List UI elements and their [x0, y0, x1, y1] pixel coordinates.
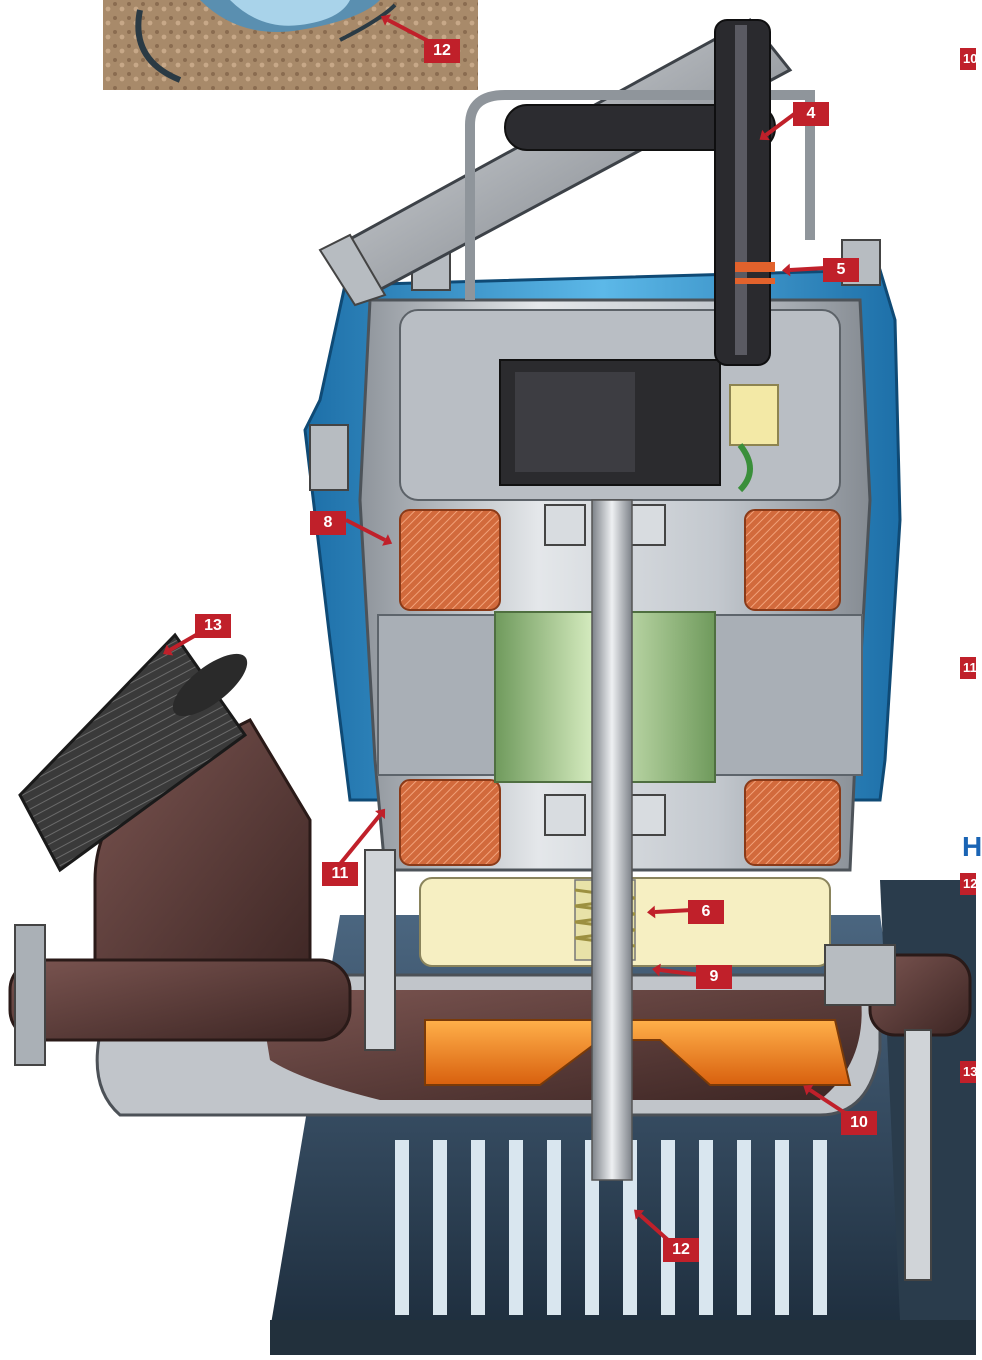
leader-arrowhead: [380, 14, 391, 26]
leader-arrowhead: [647, 905, 656, 919]
edge-marker-12: 12: [960, 873, 977, 895]
leader-arrowhead: [634, 1209, 645, 1220]
leader-arrow: [638, 1213, 670, 1242]
callout-8: 8: [310, 511, 346, 535]
edge-marker-13: 13: [960, 1061, 977, 1083]
strainer-slot: [471, 1140, 485, 1315]
leader-arrow: [387, 18, 431, 44]
edge-heading-letter: H: [962, 831, 982, 862]
motor-shaft: [591, 499, 633, 1181]
strainer-slot: [547, 1140, 561, 1315]
callout-11: 11: [322, 862, 358, 886]
callout-12: 12: [663, 1238, 699, 1262]
strainer-slot: [737, 1140, 751, 1315]
stator-windings: [399, 509, 841, 866]
strainer-slot: [509, 1140, 523, 1315]
callout-10: 10: [841, 1111, 877, 1135]
leader-arrowhead: [782, 263, 791, 277]
leader-arrowhead: [652, 963, 661, 977]
leader-arrow: [764, 110, 799, 137]
edge-marker-11: 11: [960, 657, 977, 679]
strainer-slot: [813, 1140, 827, 1315]
capacitor-highlight: [515, 372, 635, 472]
strainer-slot: [433, 1140, 447, 1315]
lifting-handle: [318, 18, 815, 307]
discharge-elbow: [18, 632, 312, 1002]
leader-arrow: [808, 1088, 847, 1115]
callout-12-inset: 12: [424, 39, 460, 63]
leader-arrowhead: [163, 644, 174, 656]
strainer-slots: [395, 1140, 827, 1315]
leader-arrowhead: [375, 808, 386, 820]
impeller: [424, 1019, 852, 1086]
callout-6: 6: [688, 900, 724, 924]
edge-marker-10: 10: [960, 48, 977, 70]
leader-arrow: [789, 266, 826, 272]
callout-13: 13: [195, 614, 231, 638]
strainer-slot: [623, 1140, 637, 1315]
leader-arrow: [338, 813, 382, 866]
callout-9: 9: [696, 965, 732, 989]
inset-photo: [103, 0, 478, 90]
leader-arrowhead: [759, 129, 770, 141]
cable-entry: [714, 19, 779, 493]
strainer-slot: [585, 1140, 599, 1315]
leader-arrowhead: [382, 534, 393, 546]
leader-arrowhead: [803, 1084, 814, 1096]
leader-arrow: [345, 518, 386, 542]
callout-4: 4: [793, 102, 829, 126]
strainer-slot: [395, 1140, 409, 1315]
leader-arrow: [659, 968, 701, 977]
strainer-slot: [775, 1140, 789, 1315]
callout-5: 5: [823, 258, 859, 282]
strainer-slot: [661, 1140, 675, 1315]
strainer-slot: [699, 1140, 713, 1315]
leader-arrow: [654, 908, 693, 914]
bolts: [309, 239, 932, 1281]
